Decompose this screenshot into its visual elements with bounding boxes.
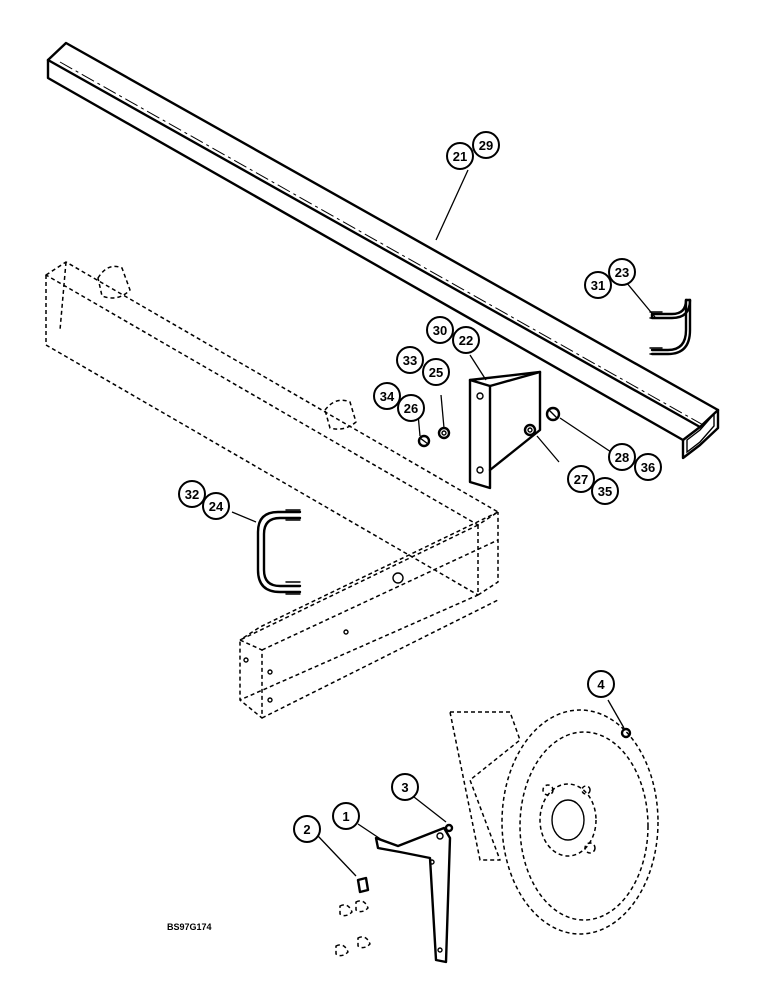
callout-27: 27 xyxy=(567,465,595,493)
callout-31-label: 31 xyxy=(591,278,605,293)
callout-36-label: 36 xyxy=(641,460,655,475)
leader-lines xyxy=(231,169,656,877)
callout-23: 23 xyxy=(608,258,636,286)
callout-25-label: 25 xyxy=(429,365,443,380)
callout-32-label: 32 xyxy=(185,487,199,502)
bolt-and-nuts xyxy=(335,876,371,957)
callout-26: 26 xyxy=(397,394,425,422)
u-bolt-lower xyxy=(256,509,302,595)
drawing-ref-code: BS97G174 xyxy=(167,922,212,932)
callout-34: 34 xyxy=(373,382,401,410)
callout-34-label: 34 xyxy=(380,389,395,404)
callout-25: 25 xyxy=(422,358,450,386)
callout-24-label: 24 xyxy=(209,499,224,514)
callout-4-label: 4 xyxy=(597,677,605,692)
callout-33: 33 xyxy=(396,346,424,374)
callout-33-label: 33 xyxy=(403,353,417,368)
callout-2-label: 2 xyxy=(303,822,310,837)
callout-28-label: 28 xyxy=(615,450,629,465)
callout-29: 29 xyxy=(472,131,500,159)
callout-32: 32 xyxy=(178,480,206,508)
callout-3-label: 3 xyxy=(401,780,408,795)
callout-22-label: 22 xyxy=(459,333,473,348)
u-bolt-upper xyxy=(649,298,692,356)
square-tube xyxy=(46,41,720,460)
callout-2: 2 xyxy=(293,815,321,843)
callout-29-label: 29 xyxy=(479,138,493,153)
callout-1-label: 1 xyxy=(342,809,349,824)
callout-4: 4 xyxy=(587,670,615,698)
callout-35-label: 35 xyxy=(598,484,612,499)
callout-21: 21 xyxy=(446,142,474,170)
callout-31: 31 xyxy=(584,271,612,299)
callout-26-label: 26 xyxy=(404,401,418,416)
callout-22: 22 xyxy=(452,326,480,354)
disc-assembly xyxy=(449,709,659,935)
frame-reference xyxy=(45,261,499,719)
callout-27-label: 27 xyxy=(574,472,588,487)
callout-35: 35 xyxy=(591,477,619,505)
callout-3: 3 xyxy=(391,773,419,801)
callout-30-label: 30 xyxy=(433,323,447,338)
callout-28: 28 xyxy=(608,443,636,471)
callout-30: 30 xyxy=(426,316,454,344)
callout-1: 1 xyxy=(332,802,360,830)
callout-21-label: 21 xyxy=(453,149,467,164)
callout-24: 24 xyxy=(202,492,230,520)
mounting-bracket xyxy=(468,370,542,490)
callout-23-label: 23 xyxy=(615,265,629,280)
lower-bracket xyxy=(374,826,452,964)
hardware xyxy=(417,406,632,833)
callout-36: 36 xyxy=(634,453,662,481)
